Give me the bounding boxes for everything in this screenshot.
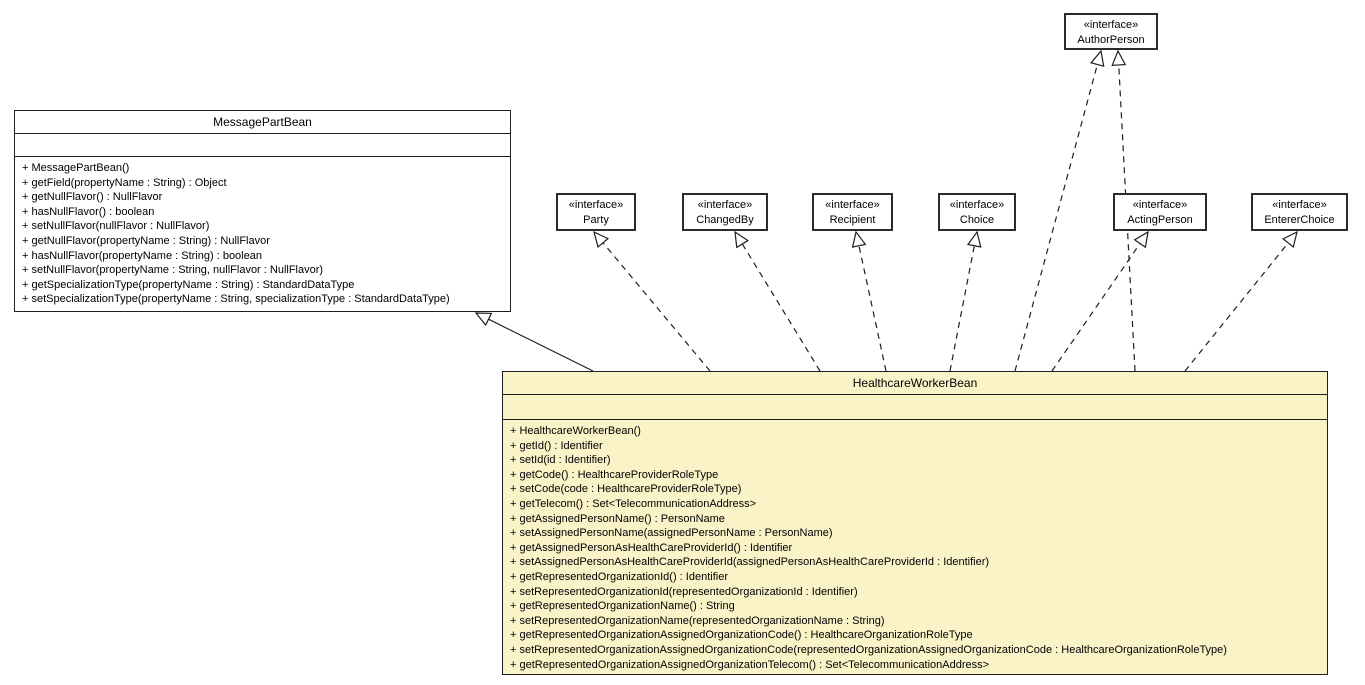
interface-box-party[interactable]: «interface» Party: [556, 193, 636, 231]
interface-stereotype: «interface»: [1132, 199, 1188, 211]
method-entry: + hasNullFlavor() : boolean: [22, 205, 155, 218]
interface-stereotype: «interface»: [949, 199, 1005, 211]
method-entry: + getRepresentedOrganizationAssignedOrga…: [510, 629, 973, 642]
method-entry: + setRepresentedOrganizationAssignedOrga…: [510, 643, 1227, 656]
class-box-messagepartbean[interactable]: MessagePartBean + MessagePartBean() + get…: [14, 110, 511, 312]
class-title: HealthcareWorkerBean: [503, 372, 1327, 395]
interface-name: AuthorPerson: [1077, 34, 1145, 46]
realization-edge: [851, 230, 887, 372]
methods-compartment: + MessagePartBean() + getField(propertyNa…: [15, 157, 510, 307]
method-entry: + getNullFlavor() : NullFlavor: [22, 191, 163, 204]
interface-name: Recipient: [829, 214, 876, 226]
hollow-triangle-arrowhead-icon: [593, 230, 610, 248]
hollow-triangle-arrowhead-icon: [1111, 49, 1127, 66]
method-entry: + MessagePartBean(): [22, 162, 130, 174]
realization-edge: [734, 230, 821, 372]
realization-edge: [593, 230, 711, 372]
attributes-compartment-empty: [15, 134, 510, 157]
realization-edge: [949, 230, 982, 372]
hollow-triangle-arrowhead-icon: [851, 230, 867, 248]
method-entry: + setNullFlavor(propertyName : String, n…: [22, 264, 324, 277]
method-entry: + getRepresentedOrganizationId() : Ident…: [510, 570, 728, 583]
class-title: MessagePartBean: [15, 111, 510, 134]
interface-box-entererchoice[interactable]: «interface» EntererChoice: [1251, 193, 1348, 231]
interface-stereotype: «interface»: [568, 199, 624, 211]
method-entry: + hasNullFlavor(propertyName : String) :…: [22, 249, 262, 262]
class-box-healthcareworkerbean[interactable]: HealthcareWorkerBean + HealthcareWorkerB…: [502, 371, 1328, 675]
interface-stereotype: «interface»: [1083, 19, 1139, 31]
method-entry: + getAssignedPersonAsHealthCareProviderI…: [510, 541, 793, 554]
realization-edge: [1014, 49, 1105, 372]
method-entry: + setNullFlavor(nullFlavor : NullFlavor): [22, 220, 210, 233]
method-entry: + setSpecializationType(propertyName : S…: [22, 293, 450, 306]
method-entry: + getField(propertyName : String) : Obje…: [22, 176, 227, 189]
attributes-compartment-empty: [503, 395, 1327, 420]
method-entry: + getAssignedPersonName() : PersonName: [510, 512, 725, 525]
hollow-triangle-arrowhead-icon: [1133, 230, 1149, 249]
hollow-triangle-arrowhead-icon: [734, 230, 749, 249]
interface-stereotype: «interface»: [825, 199, 880, 211]
method-entry: + getTelecom() : Set<TelecommunicationAd…: [510, 497, 757, 510]
interface-name: Party: [583, 214, 609, 226]
method-entry: + getSpecializationType(propertyName : S…: [22, 278, 355, 291]
method-entry: + setId(id : Identifier): [510, 454, 611, 467]
hollow-triangle-arrowhead-icon: [1282, 230, 1298, 249]
interface-box-changedby[interactable]: «interface» ChangedBy: [682, 193, 768, 231]
hollow-triangle-arrowhead-icon: [474, 312, 493, 327]
methods-compartment: + HealthcareWorkerBean() + getId() : Iden…: [503, 420, 1327, 672]
interface-name: ChangedBy: [696, 214, 754, 226]
method-entry: + setCode(code : HealthcareProviderRoleT…: [510, 483, 742, 496]
method-entry: + getId() : Identifier: [510, 439, 603, 452]
hollow-triangle-arrowhead-icon: [966, 230, 982, 248]
interface-box-actingperson[interactable]: «interface» ActingPerson: [1113, 193, 1207, 231]
method-entry: + setAssignedPersonAsHealthCareProviderI…: [510, 556, 990, 569]
interface-box-authorperson[interactable]: «interface» AuthorPerson: [1064, 13, 1158, 50]
method-entry: + setRepresentedOrganizationId(represent…: [510, 585, 858, 598]
interface-name: ActingPerson: [1127, 214, 1193, 226]
method-entry: + getCode() : HealthcareProviderRoleType: [510, 468, 719, 481]
interface-name: EntererChoice: [1264, 214, 1335, 226]
generalization-edge: [474, 312, 594, 372]
interface-box-choice[interactable]: «interface» Choice: [938, 193, 1016, 231]
method-entry: + getRepresentedOrganizationAssignedOrga…: [510, 658, 990, 671]
interface-name: Choice: [959, 214, 995, 226]
interface-stereotype: «interface»: [697, 199, 753, 211]
interface-box-recipient[interactable]: «interface» Recipient: [812, 193, 893, 231]
hollow-triangle-arrowhead-icon: [1090, 49, 1105, 68]
method-entry: + getRepresentedOrganizationName() : Str…: [510, 600, 735, 613]
interface-stereotype: «interface»: [1272, 199, 1327, 211]
method-entry: + setAssignedPersonName(assignedPersonNa…: [510, 527, 833, 540]
realization-edge: [1051, 230, 1149, 372]
method-entry: + HealthcareWorkerBean(): [510, 425, 641, 437]
method-entry: + getNullFlavor(propertyName : String) :…: [22, 234, 270, 247]
realization-edge: [1184, 230, 1298, 372]
method-entry: + setRepresentedOrganizationName(represe…: [510, 614, 885, 627]
